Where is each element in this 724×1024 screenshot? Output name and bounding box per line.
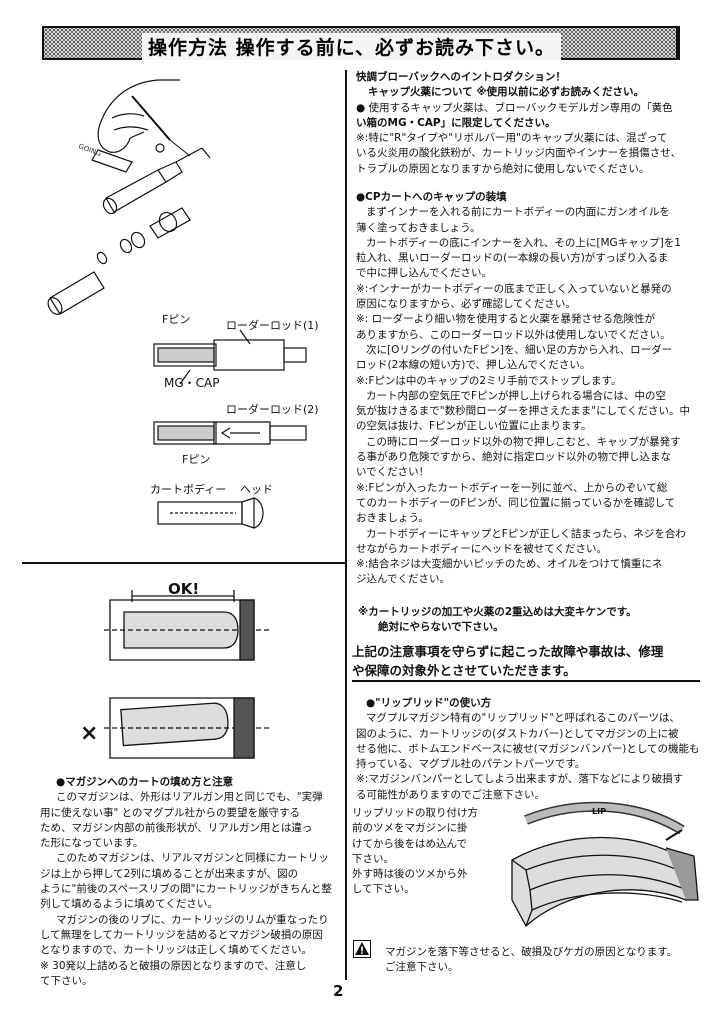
intro-section: 快調ブローバックへのイントロダクション！ キャップ火薬について ※使用以前に必ず…	[356, 70, 681, 177]
text-line: の空気は抜け、Fピンが正しい位置に止まります。	[356, 420, 592, 433]
text-line: せる他に、ボトムエンドベースに被せ(マガジンバンパー)としての機能も	[356, 742, 700, 755]
warranty-notice: 上記の注意事項を守らずに起こった故障や事故は、修理 や保障の対象外とさせていただ…	[352, 642, 663, 680]
label-mg-cap: MG・CAP	[164, 376, 220, 390]
header-banner: 操作方法 操作する前に、必ずお読み下さい。	[42, 26, 678, 60]
lip-label: LIP	[592, 807, 606, 816]
text-line: 粒入れ、黒いローダーロッドの(一本線の長い方)がすっぽり入るま	[356, 252, 669, 265]
text-line: ありますから、このローダーロッド以外は使用しないでください。	[356, 328, 671, 341]
lip-rid-section: ●"リップリッド"の使い方 マグプルマガジン特有の"リップリッド"と呼ばれるこの…	[356, 696, 700, 803]
warning-line: ご注意下さい。	[385, 961, 459, 974]
page-number: 2	[333, 982, 344, 1000]
text-line: ジ込んでください。	[356, 573, 450, 586]
text-line: て下さい。	[40, 974, 93, 987]
text-line: カートボディーにキャップとFピンが正しく詰まったら、ネジを合わ	[366, 527, 686, 540]
text-line: このマガジンは、外形はリアルガン用と同じでも、"実弾	[56, 791, 323, 804]
text-line: ※:結合ネジは大変細かいピッチのため、オイルをつけて慎重にネ	[356, 558, 663, 571]
text-line: ジは上から押して2列に填めることが出来ますが、図の	[40, 867, 299, 880]
ok-mark: OK!	[168, 580, 200, 598]
text-line: ● 使用するキャップ火薬は、ブローバックモデルガン専用の「黄色	[356, 101, 673, 114]
notice-line: や保障の対象外とさせていただきます。	[352, 663, 576, 678]
loader-rod-diagram	[153, 329, 307, 529]
cap-powder-heading: キャップ火薬について ※使用以前に必ずお読みください。	[368, 86, 645, 99]
magazine-ng-diagram	[104, 697, 272, 759]
ng-mark: ×	[80, 721, 99, 746]
label-head: ヘッド	[240, 483, 273, 496]
text-line: 持っている、マグプル社のパテントパーツです。	[356, 758, 586, 771]
text-line: いでください！	[356, 466, 430, 479]
label-cart-body: カートボディー	[150, 483, 227, 496]
right-section-divider	[352, 680, 700, 682]
magazine-loading-text: ●マガジンへのカートの填め方と注意 このマガジンは、外形はリアルガン用と同じでも…	[40, 775, 332, 989]
caution-line: ※カートリッジの加工や火薬の2重込めは大変キケンです。	[358, 606, 637, 618]
text-line: る事があり危険ですから、絶対に指定ロッド以外の物で押し込まな	[356, 451, 671, 464]
column-divider	[345, 70, 347, 980]
text-line: 原因になりますから、必ず確認してください。	[356, 298, 576, 311]
text-line: となりますので、カートリッジは正しく填めてください。	[40, 944, 312, 957]
cp-cart-section: ●CPカートへのキャップの装填 まずインナーを入れる前にカートボディーの内面にガ…	[356, 190, 690, 588]
text-line: ※ 30発以上詰めると破損の原因となりますので、注意し	[40, 959, 307, 972]
label-f-pin-top: Fピン	[162, 313, 191, 326]
text-line: 薄く塗っておきましょう。	[356, 221, 481, 234]
text-line: る可能性がありますのでご注意下さい。	[356, 788, 545, 801]
label-loader-rod-2: ローダーロッド(2)	[226, 403, 319, 416]
lip-rid-howto: リップリッドの取り付け方 前のツメをマガジンに掛 けてから後をはめ込んで 下さい…	[352, 806, 478, 898]
text-line: このためマガジンは、リアルマガジンと同様にカートリッ	[56, 852, 329, 865]
text-line: で中に押し込んでください。	[356, 267, 492, 280]
text-line: ※:Fピンが入ったカートボディーを一列に並べ、上からのぞいて総	[356, 481, 668, 494]
lip-rid-heading: ●"リップリッド"の使い方	[366, 697, 492, 709]
magazine-ok-diagram	[104, 590, 272, 661]
text-line: おきましょう。	[356, 512, 429, 525]
text-line: ように"前後のスペースリブの間"にカートリッジがきちんと整	[40, 883, 332, 896]
text-line: 気が抜けきるまで"数秒間ローダーを押さえたまま"にしてください。中	[356, 405, 691, 418]
label-f-pin-bottom: Fピン	[182, 453, 211, 466]
text-line: マグプルマガジン特有の"リップリッド"と呼ばれるこのパーツは、	[366, 712, 680, 725]
text-line: けてから後をはめ込んで	[352, 837, 467, 850]
text-line: トラブルの原因となりますから絶対に使用しないでください。	[356, 162, 650, 175]
text-line: この時にローダーロッド以外の物で押しこむと、キャップが暴発す	[366, 435, 681, 448]
text-line: 図のように、カートリッジの(ダストカバー)としてマガジンの上に被	[356, 727, 679, 740]
header-end-rule	[676, 26, 680, 60]
text-line: ※: ローダーより細い物を使用すると火薬を暴発させる危険性が	[356, 313, 655, 326]
text-line: まずインナーを入れる前にカートボディーの内面にガンオイルを	[366, 206, 670, 219]
text-line: ※:マガジンバンパーとしてしよう出来ますが、落下などにより破損す	[356, 773, 684, 786]
warning-text: マガジンを落下等させると、破損及びケガの原因となります。 ご注意下さい。	[385, 945, 677, 976]
warning-triangle-icon	[353, 940, 371, 958]
text-line: ※:特に"R"タイプや"リボルバー用"のキャップ火薬には、混ざって	[356, 132, 668, 145]
text-line: い箱のMG・CAP」に限定してください。	[356, 116, 556, 129]
text-line: カートボディーの底にインナーを入れ、その上に[MGキャップ]を1	[366, 236, 681, 249]
svg-text:GOING: GOING	[77, 142, 102, 158]
text-line: ※:Fピンは中のキャップの2ミリ手前でストップします。	[356, 374, 622, 387]
page-title: 操作方法 操作する前に、必ずお読み下さい。	[142, 33, 562, 60]
notice-line: 上記の注意事項を守らずに起こった故障や事故は、修理	[352, 644, 664, 659]
text-line: いる火炎用の酸化鉄粉が、カートリッジ内面やインナーを損傷させ、	[356, 147, 682, 160]
intro-heading: 快調ブローバックへのイントロダクション！	[356, 71, 566, 83]
text-line: てのカートボディーのFピンが、同じ位置に揃っているかを確認して	[356, 496, 676, 509]
text-line: せながらカートボディーにヘッドを被せてください。	[356, 542, 607, 555]
text-line: 用に使えない事" とのマグプル社からの要望を厳守する	[40, 806, 301, 819]
text-line: ため、マガジン内部の前後形状が、リアルガン用とは違っ	[40, 821, 313, 834]
cp-cart-heading: ●CPカートへのキャップの装填	[356, 191, 507, 203]
text-line: カート内部の空気圧でFピンが押し上げられる場合には、中の空	[366, 389, 667, 402]
text-line: 次に[Oリングの付いたFピン]を、細い足の方から入れ、ローダー	[366, 343, 673, 356]
text-line: 下さい。	[352, 852, 394, 865]
text-line: マガジンの後のリブに、カートリッジのリムが重なったり	[56, 913, 329, 926]
text-line: して下さい。	[352, 883, 415, 896]
left-section-divider	[22, 562, 345, 564]
text-line: 列して填めるように填めてください。	[40, 898, 218, 911]
text-line: ロッド(2本線の短い方)で、押し込んでください。	[356, 359, 591, 372]
cap-loading-illustration: GOING	[47, 79, 211, 315]
text-line: ※:インナーがカートボディーの底まで正しく入っていないと暴発の	[356, 282, 672, 295]
lip-rid-illustration: LIP	[511, 801, 699, 928]
warning-line: マガジンを落下等させると、破損及びケガの原因となります。	[385, 946, 678, 958]
text-line: た形になっています。	[40, 837, 144, 850]
text-line: して無理をしてカートリッジを詰めるとマガジン破損の原因	[40, 928, 323, 941]
text-line: リップリッドの取り付け方	[352, 807, 478, 819]
text-line: 前のツメをマガジンに掛	[352, 822, 468, 835]
text-line: 外す時は後のツメから外	[352, 868, 468, 881]
magazine-loading-heading: ●マガジンへのカートの填め方と注意	[56, 776, 234, 788]
label-loader-rod-1: ローダーロッド(1)	[226, 319, 319, 332]
caution-line: 絶対にやらないで下さい。	[378, 621, 504, 633]
